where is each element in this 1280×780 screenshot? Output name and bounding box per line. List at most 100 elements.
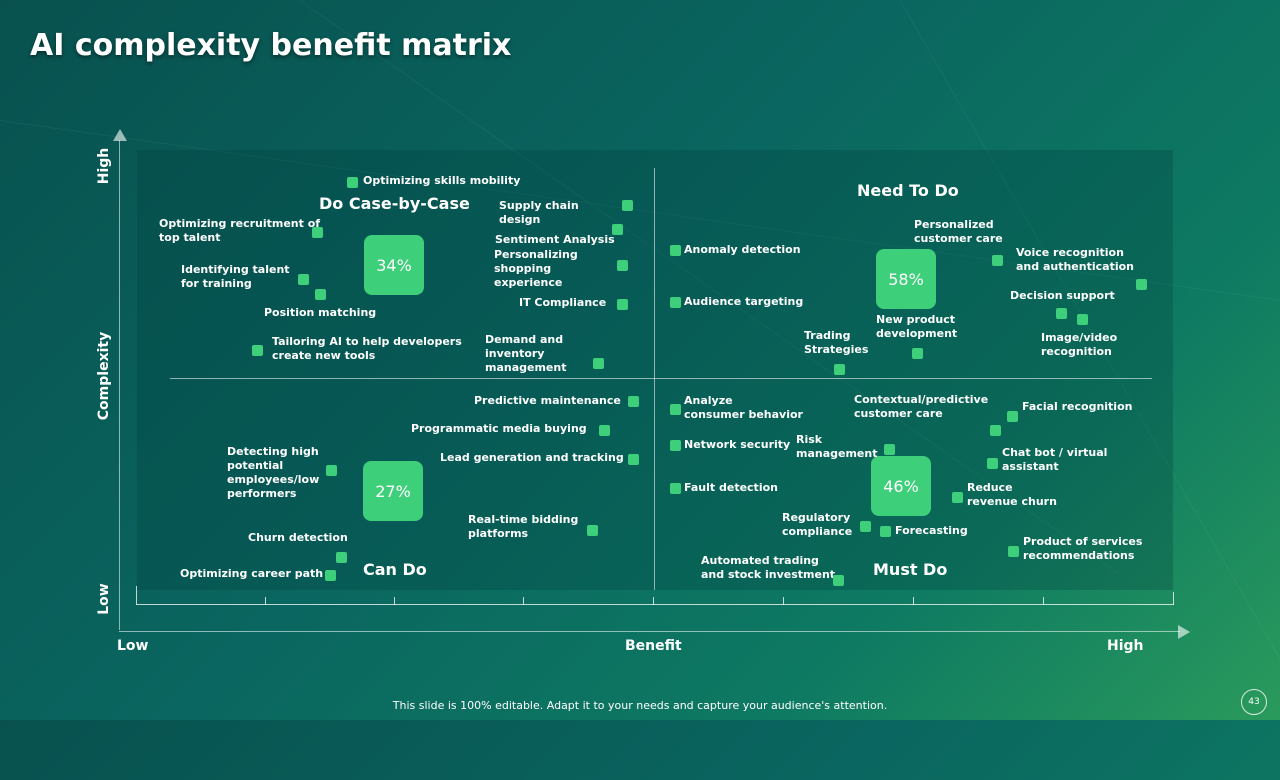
item-label: Product of services recommendations xyxy=(1023,535,1143,562)
item-marker xyxy=(834,364,845,375)
item-marker xyxy=(628,454,639,465)
y-axis-low-label: Low xyxy=(96,583,112,615)
item-marker xyxy=(952,492,963,503)
quadrant-percent-badge: 58% xyxy=(876,249,936,309)
item-marker xyxy=(593,358,604,369)
item-label: Churn detection xyxy=(248,531,348,544)
item-marker xyxy=(315,289,326,300)
benefit-scale-end xyxy=(136,586,137,605)
item-label: Chat bot / virtual assistant xyxy=(1002,446,1108,473)
item-label: IT Compliance xyxy=(519,296,607,309)
item-label: Optimizing career path xyxy=(180,567,324,580)
item-marker xyxy=(987,458,998,469)
item-marker xyxy=(622,200,633,211)
item-marker xyxy=(252,345,263,356)
quadrant-title-do-case-by-case: Do Case-by-Case xyxy=(319,194,470,213)
quadrant-percent-badge: 46% xyxy=(871,456,931,516)
item-label: Programmatic media buying xyxy=(411,422,587,435)
item-marker xyxy=(1077,314,1088,325)
item-marker xyxy=(670,245,681,256)
item-label: Personalizing shopping experience xyxy=(494,248,578,289)
item-marker xyxy=(912,348,923,359)
item-label: Optimizing skills mobility xyxy=(363,174,521,187)
benefit-scale-tick xyxy=(1043,597,1044,605)
quadrant-title-can-do: Can Do xyxy=(363,560,427,579)
item-label: Analyze consumer behavior xyxy=(684,394,803,421)
item-marker xyxy=(612,224,623,235)
item-label: Regulatory compliance xyxy=(782,511,853,538)
item-marker xyxy=(670,440,681,451)
item-marker xyxy=(617,260,628,271)
item-marker xyxy=(833,575,844,586)
quadrant-title-need-to-do: Need To Do xyxy=(857,181,959,200)
page-number: 43 xyxy=(1241,689,1267,715)
item-marker xyxy=(587,525,598,536)
item-label: Supply chain design xyxy=(499,199,579,226)
item-label: Sentiment Analysis xyxy=(495,233,615,246)
item-label: Identifying talent for training xyxy=(181,263,290,290)
benefit-scale-tick xyxy=(523,597,524,605)
item-marker xyxy=(628,396,639,407)
benefit-scale-end xyxy=(1173,592,1174,605)
item-label: Network security xyxy=(684,438,791,451)
benefit-scale-line xyxy=(136,604,1174,605)
item-marker xyxy=(670,297,681,308)
item-marker xyxy=(1136,279,1147,290)
item-label: Fault detection xyxy=(684,481,778,494)
item-label: Optimizing recruitment of top talent xyxy=(159,217,321,244)
item-label: Real-time bidding platforms xyxy=(468,513,579,540)
quadrant-divider-horizontal xyxy=(170,378,1152,379)
x-axis-title: Benefit xyxy=(625,638,682,654)
item-marker xyxy=(617,299,628,310)
item-label: Lead generation and tracking xyxy=(440,451,624,464)
page-title: AI complexity benefit matrix xyxy=(30,28,512,63)
quadrant-percent-badge: 34% xyxy=(364,235,424,295)
item-marker xyxy=(860,521,871,532)
item-marker xyxy=(1008,546,1019,557)
item-marker xyxy=(312,227,323,238)
item-marker xyxy=(326,465,337,476)
item-label: Reduce revenue churn xyxy=(967,481,1057,508)
item-marker xyxy=(599,425,610,436)
item-label: Tailoring AI to help developers create n… xyxy=(272,335,462,362)
item-label: Personalized customer care xyxy=(914,218,1003,245)
item-marker xyxy=(670,483,681,494)
item-label: Decision support xyxy=(1010,289,1115,302)
benefit-scale-tick xyxy=(913,597,914,605)
item-marker xyxy=(670,404,681,415)
item-label: Risk management xyxy=(796,433,878,460)
x-axis-high-label: High xyxy=(1107,638,1144,654)
benefit-scale-tick xyxy=(265,597,266,605)
item-label: Forecasting xyxy=(895,524,968,537)
x-axis-low-label: Low xyxy=(117,638,149,654)
y-axis-title: Complexity xyxy=(96,331,112,421)
item-label: Audience targeting xyxy=(684,295,804,308)
item-label: Image/video recognition xyxy=(1041,331,1118,358)
benefit-scale-tick xyxy=(653,597,654,605)
x-axis-line xyxy=(119,631,1180,632)
x-axis-arrow-icon xyxy=(1178,625,1190,639)
item-marker xyxy=(1056,308,1067,319)
quadrant-title-must-do: Must Do xyxy=(873,560,948,579)
y-axis-line xyxy=(119,140,120,630)
matrix-panel xyxy=(137,150,1173,590)
item-marker xyxy=(336,552,347,563)
item-label: Anomaly detection xyxy=(684,243,801,256)
item-label: Demand and inventory management xyxy=(485,333,567,374)
item-label: Voice recognition and authentication xyxy=(1016,246,1134,273)
item-marker xyxy=(347,177,358,188)
benefit-scale-tick xyxy=(394,597,395,605)
footer-note: This slide is 100% editable. Adapt it to… xyxy=(392,699,888,712)
y-axis-high-label: High xyxy=(96,147,112,185)
item-label: Detecting high potential employees/low p… xyxy=(227,445,320,500)
item-marker xyxy=(325,570,336,581)
y-axis-arrow-icon xyxy=(113,129,127,141)
item-label: Predictive maintenance xyxy=(474,394,621,407)
item-marker xyxy=(992,255,1003,266)
quadrant-divider-vertical xyxy=(654,168,655,590)
item-marker xyxy=(298,274,309,285)
item-label: Trading Strategies xyxy=(804,329,869,356)
item-label: Position matching xyxy=(264,306,377,319)
quadrant-percent-badge: 27% xyxy=(363,461,423,521)
item-label: Automated trading and stock investment xyxy=(701,554,836,581)
